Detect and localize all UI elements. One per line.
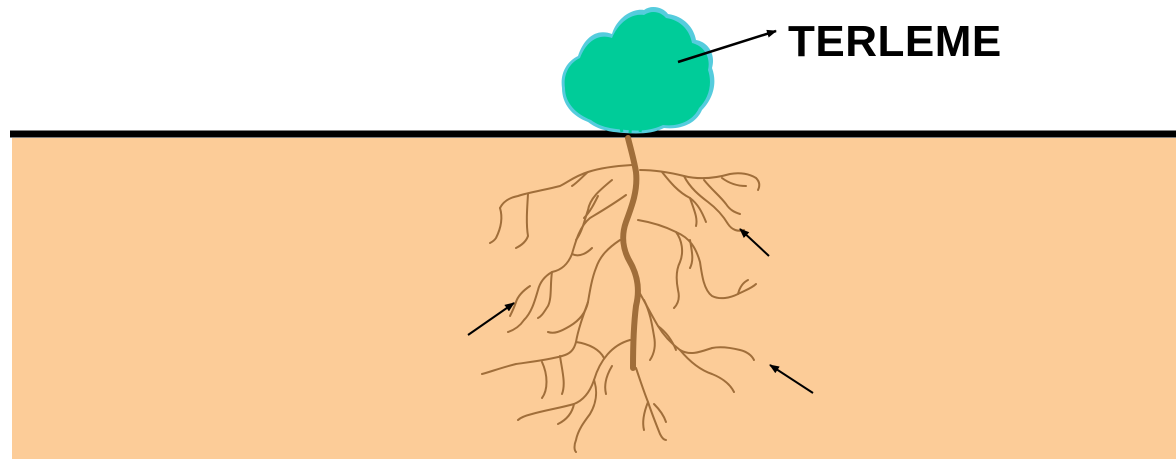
soil-area (12, 138, 1176, 459)
transpiration-label: TERLEME (788, 20, 1002, 64)
plant-canopy-icon (562, 7, 715, 133)
